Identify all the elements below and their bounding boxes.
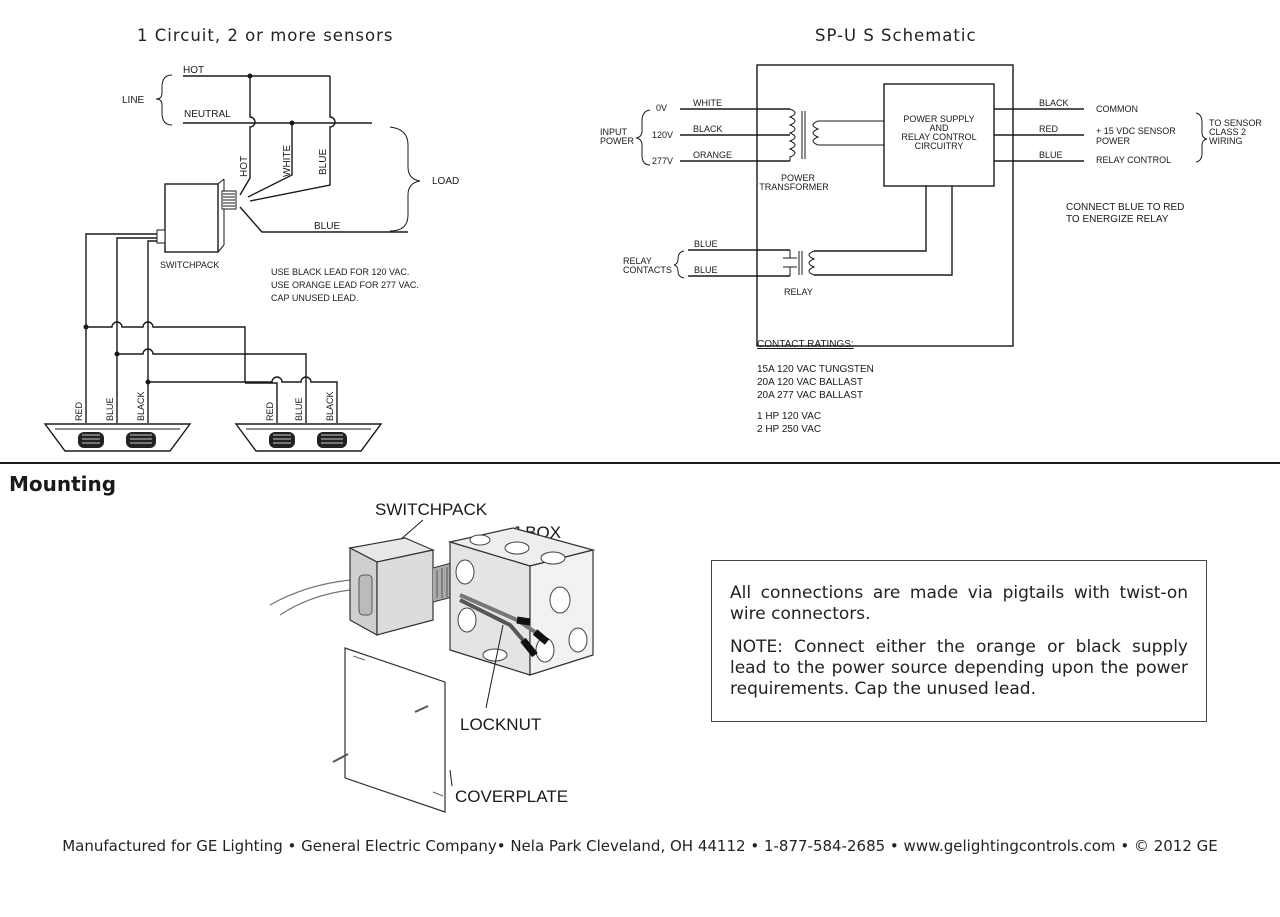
power-supply-line4: CIRCUITRY [915,141,964,151]
power-supply-line2: AND [929,123,949,133]
sensor1-blue-label: BLUE [105,397,115,421]
blue-bottom-label: BLUE [314,221,340,232]
locknut-callout: LOCKNUT [460,715,541,734]
power-transformer-symbol [788,108,884,161]
load-label: LOAD [432,176,459,187]
neutral-label: NEUTRAL [184,109,231,120]
ceiling-sensor-1 [43,423,192,452]
hp-rating-1: 1 HP 120 VAC [757,411,821,422]
relay-label: RELAY [784,287,813,297]
sensor2-blue-label: BLUE [294,397,304,421]
switchpack-device [348,537,461,637]
section-divider [0,462,1280,464]
input-wire-white: WHITE [693,98,722,108]
relay-symbol [783,186,953,276]
tap-120v: 120V [652,130,673,140]
power-supply-line3: RELAY CONTROL [901,132,976,142]
rating-1: 15A 120 VAC TUNGSTEN [757,364,874,375]
output-common: COMMON [1096,104,1138,114]
switchpack-callout: SWITCHPACK [375,500,488,519]
rating-2: 20A 120 VAC BALLAST [757,377,863,388]
input-power-label-2: POWER [600,136,635,146]
hot-wire-label: HOT [239,156,250,177]
relay-wire-blue-2: BLUE [694,265,718,275]
footer: Manufactured for GE Lighting • General E… [62,837,1218,855]
output-wire-blue: BLUE [1039,150,1063,160]
output-sensor-power-1: + 15 VDC SENSOR [1096,126,1176,136]
sensor2-black-label: BLACK [325,391,335,421]
line-label: LINE [122,95,145,106]
connect-note-1: CONNECT BLUE TO RED [1066,202,1184,213]
to-sensor-label-3: WIRING [1209,136,1243,146]
hot-label: HOT [183,65,204,76]
blue-wire-label: BLUE [318,149,329,175]
transformer-label-1: POWER [781,173,816,183]
mounting-heading: Mounting [9,472,117,496]
rating-3: 20A 277 VAC BALLAST [757,390,863,401]
input-wire-orange: ORANGE [693,150,732,160]
relay-wire-blue-1: BLUE [694,239,718,249]
connect-note-2: TO ENERGIZE RELAY [1066,214,1169,225]
coverplate-callout: COVERPLATE [455,787,568,806]
output-wire-black: BLACK [1039,98,1069,108]
supply-lead-note: NOTE: Connect either the orange or black… [730,637,1188,699]
ceiling-sensor-2 [234,423,383,452]
sensor1-black-label: BLACK [136,391,146,421]
right-diagram-title: SP-U S Schematic [815,26,977,45]
input-wire-black: BLACK [693,124,723,134]
hp-rating-2: 2 HP 250 VAC [757,424,821,435]
output-relay-control: RELAY CONTROL [1096,155,1171,165]
coverplate-device [332,647,446,813]
mounting-illustration: SWITCHPACK J BOX [269,500,596,813]
power-supply-line1: POWER SUPPLY [903,114,974,124]
tap-0v: 0V [656,103,667,113]
to-sensor-label-1: TO SENSOR [1209,118,1262,128]
sp-us-schematic: POWER SUPPLY AND RELAY CONTROL CIRCUITRY… [600,64,1262,435]
output-sensor-power-2: POWER [1096,136,1131,146]
note-line-3: CAP UNUSED LEAD. [271,293,358,303]
output-wire-red: RED [1039,124,1059,134]
note-line-2: USE ORANGE LEAD FOR 277 VAC. [271,280,419,290]
sensor2-red-label: RED [265,401,275,421]
contact-ratings-heading: CONTACT RATINGS: [757,339,854,350]
jbox-device [447,527,596,676]
white-wire-label: WHITE [282,144,293,177]
switchpack-label: SWITCHPACK [160,260,219,270]
transformer-label-2: TRANSFORMER [759,182,829,192]
wiring-diagram-one-circuit: HOT LINE NEUTRAL HOT WHITE BLUE BLUE LOA… [43,65,459,452]
relay-contacts-label-2: CONTACTS [623,265,672,275]
to-sensor-label-2: CLASS 2 [1209,127,1246,137]
relay-contacts-label-1: RELAY [623,256,652,266]
sensor1-red-label: RED [74,401,84,421]
connection-note: All connections are made via pigtails wi… [730,583,1188,624]
input-power-label-1: INPUT [600,127,628,137]
tap-277v: 277V [652,156,673,166]
note-line-1: USE BLACK LEAD FOR 120 VAC. [271,267,409,277]
left-diagram-title: 1 Circuit, 2 or more sensors [137,26,394,45]
connection-note-box: All connections are made via pigtails wi… [711,560,1207,722]
